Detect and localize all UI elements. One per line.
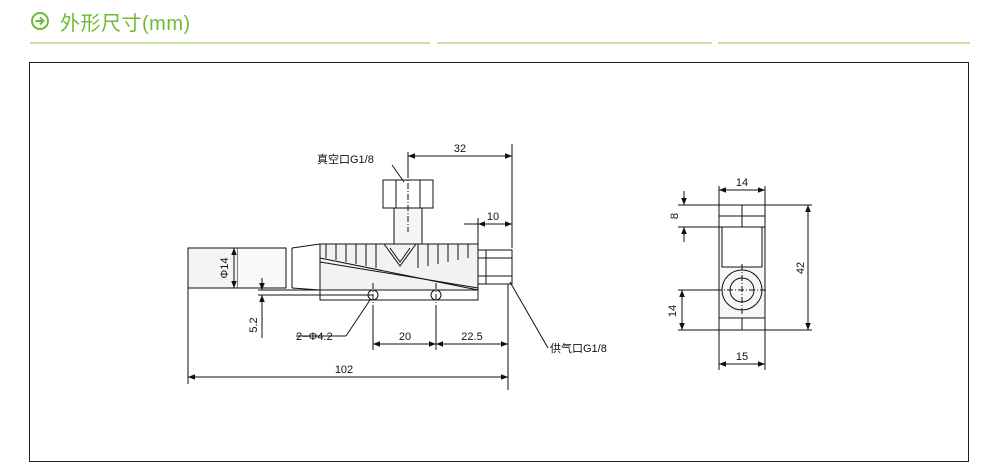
vacuum-port (382, 172, 434, 245)
dim-15: 15 (736, 351, 748, 363)
dim-102: 102 (335, 364, 353, 376)
vacuum-port-label: 真空口G1/8 (317, 152, 374, 166)
dim-20: 20 (399, 331, 411, 343)
arrow-right-circle-icon (31, 12, 49, 30)
supply-port-label: 供气口G1/8 (550, 341, 607, 355)
dim-10: 10 (487, 211, 499, 223)
side-view (678, 186, 812, 370)
drawing-frame (29, 62, 969, 462)
dim-5-2: 5.2 (248, 317, 260, 332)
front-view (187, 144, 549, 390)
dim-14-left: 14 (667, 305, 679, 317)
header-divider (437, 42, 712, 44)
dim-14-top: 14 (736, 177, 748, 189)
supply-port (477, 249, 513, 285)
header-divider (718, 42, 970, 44)
dim-22-5: 22.5 (461, 331, 482, 343)
ejector-body (319, 243, 479, 307)
section-title: 外形尺寸(mm) (60, 12, 191, 35)
section-header: 外形尺寸(mm) (30, 6, 191, 36)
dim-8: 8 (669, 213, 681, 219)
silencer (187, 243, 321, 291)
holes-label: 2−Φ4.2 (296, 331, 333, 343)
dim-phi14: Φ14 (219, 257, 231, 278)
dim-32: 32 (454, 143, 466, 155)
header-divider (30, 42, 430, 44)
dim-42: 42 (795, 262, 807, 274)
